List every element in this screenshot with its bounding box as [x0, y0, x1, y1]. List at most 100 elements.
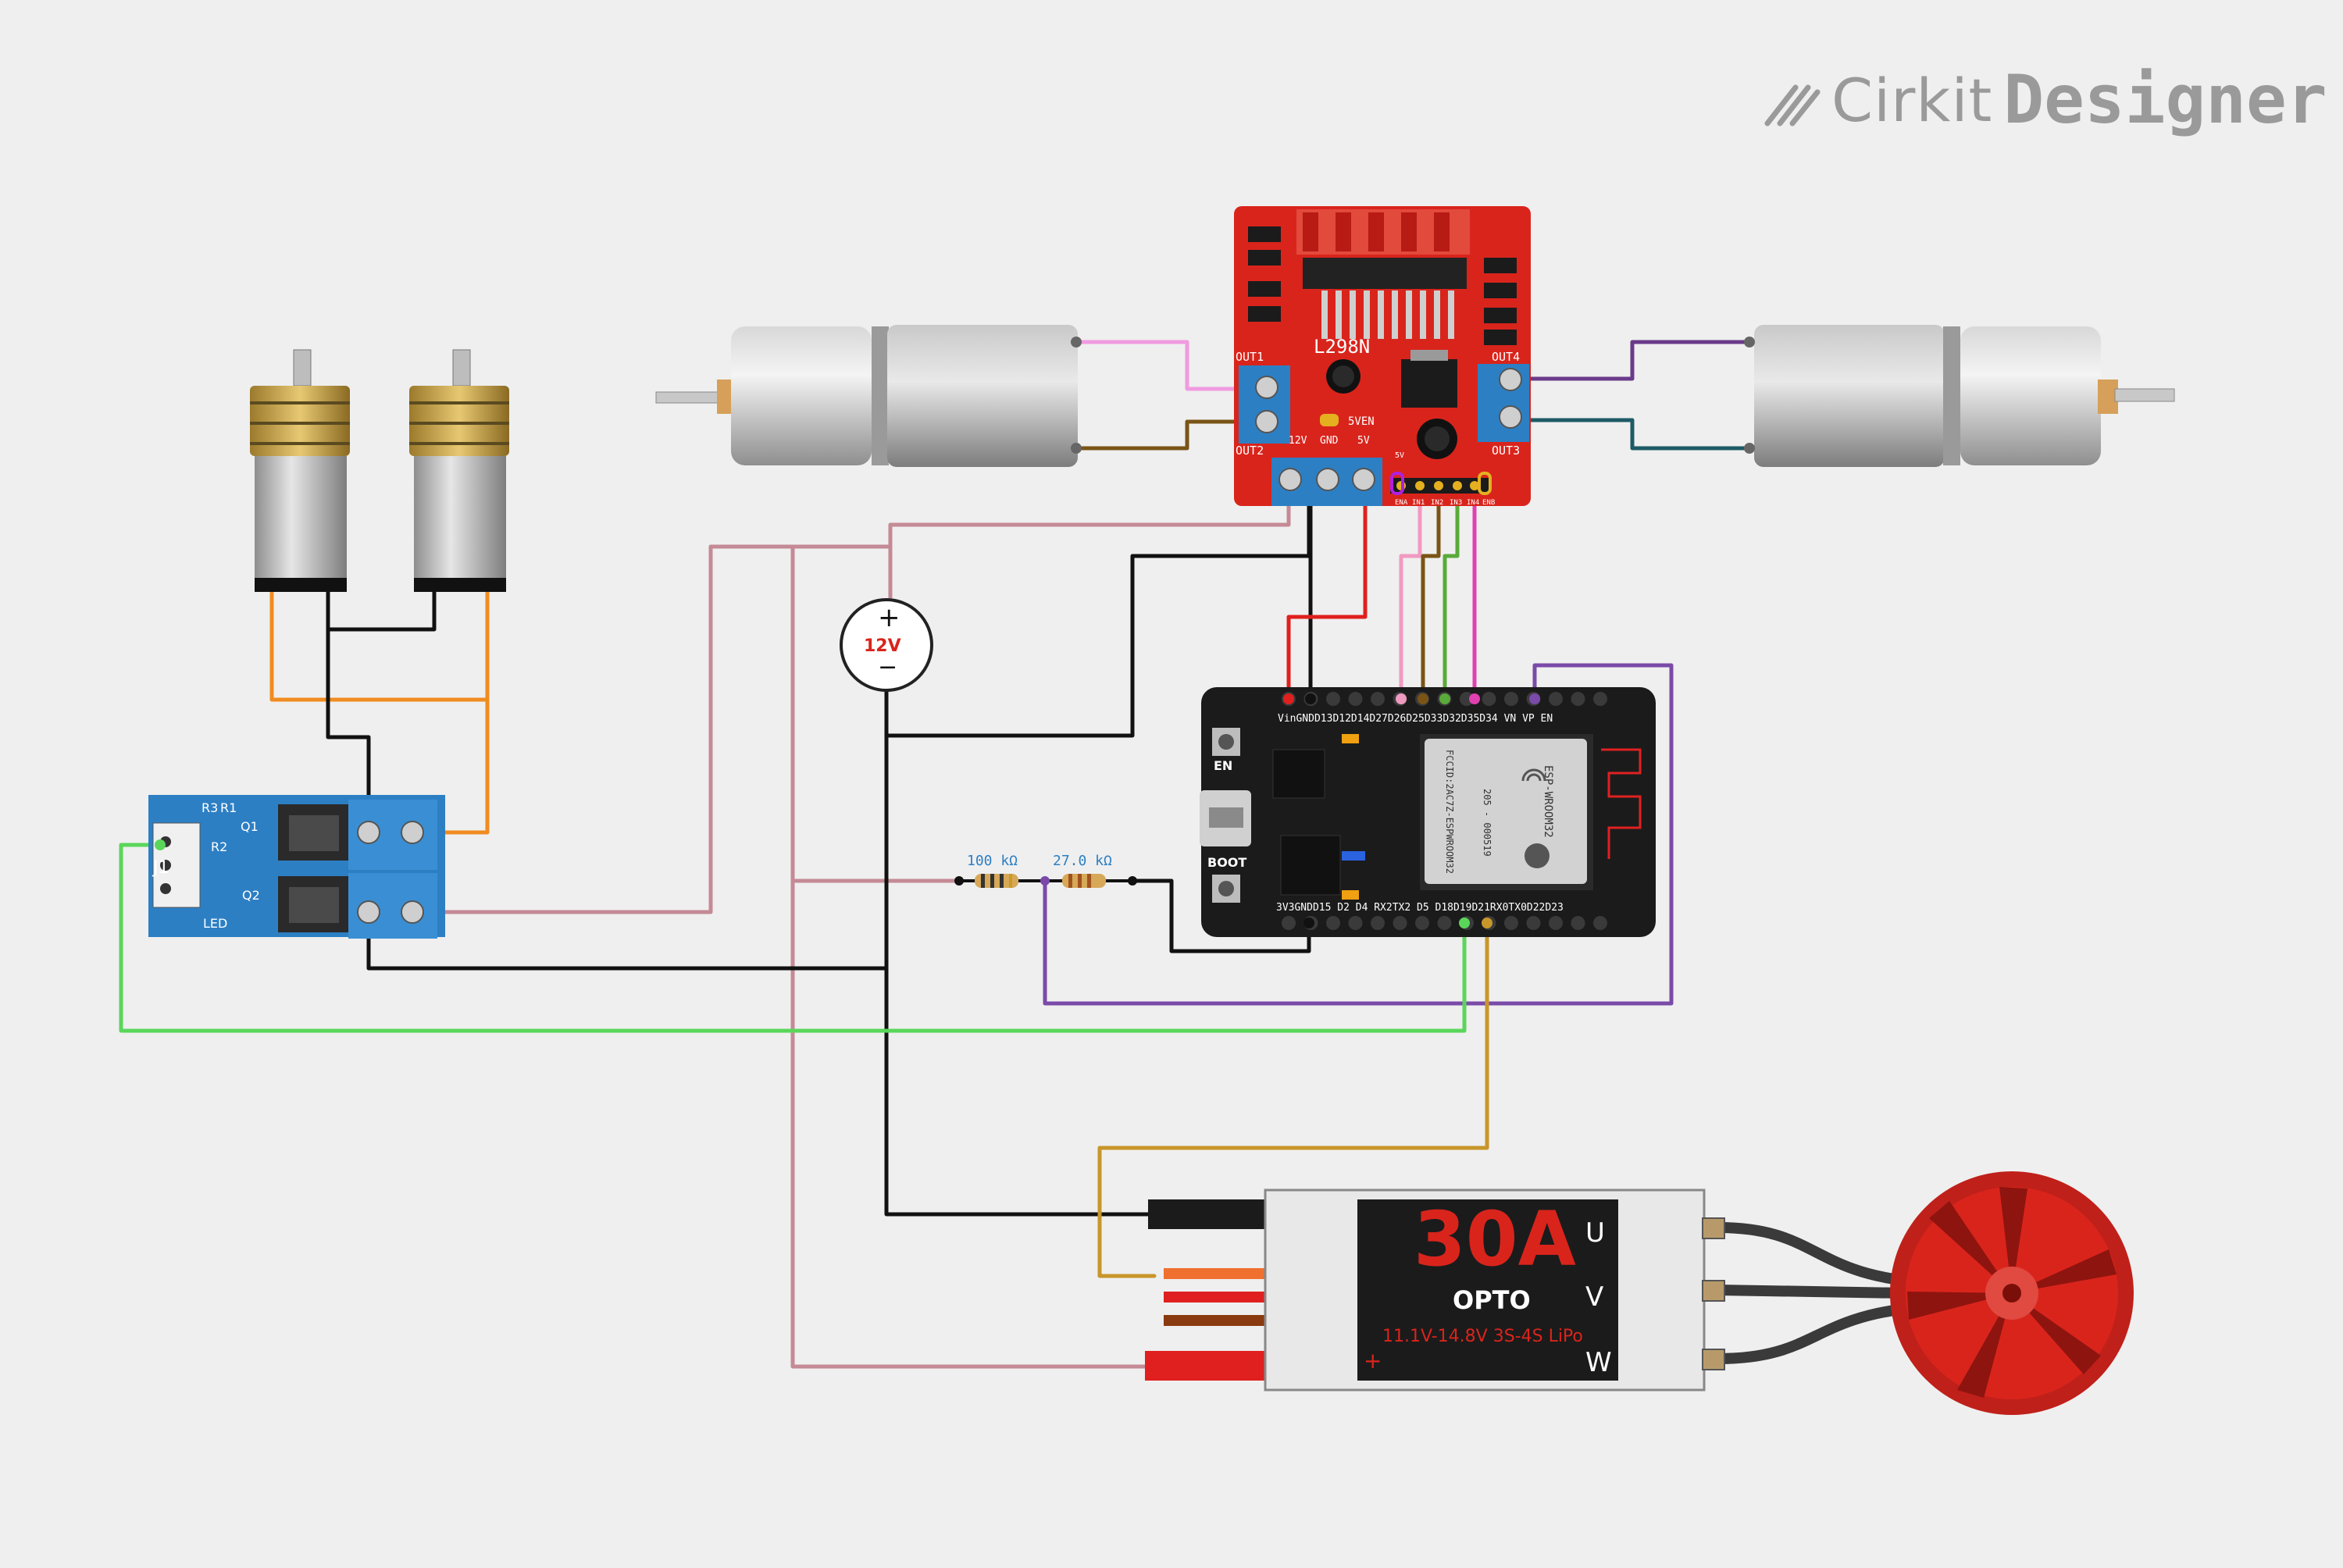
power-plus: + — [878, 602, 900, 633]
header-pin — [1282, 916, 1296, 930]
bldc-motor-icon — [1890, 1171, 2134, 1415]
wire-d19-esc — [1097, 921, 1489, 1278]
pin-12v: 12V — [1289, 435, 1307, 447]
out3-label: OUT3 — [1492, 444, 1520, 458]
header-pin — [1371, 692, 1385, 706]
wire-out1-brown — [1074, 419, 1252, 451]
wire-12v-bus — [888, 501, 1291, 580]
esc-phase-u: U — [1585, 1217, 1605, 1249]
gear-motor-2 — [409, 349, 509, 592]
label-r2: R2 — [211, 839, 227, 854]
label-r1: R1 — [220, 800, 237, 815]
header-pin — [1504, 692, 1518, 706]
header-pin — [1482, 692, 1496, 706]
header-pin — [1437, 916, 1452, 930]
header-pin — [1549, 692, 1563, 706]
dc-motor-right — [1744, 325, 2175, 467]
wire-d18-pwm — [119, 843, 1467, 1033]
dc-motor-left — [655, 325, 1082, 467]
header-pin — [1326, 692, 1340, 706]
wire-gnd-mosfet — [366, 910, 889, 971]
wires — [119, 340, 1752, 1369]
module-code: 205 - 000519 — [1482, 789, 1492, 857]
wifi-icon — [1521, 768, 1546, 782]
header-pin — [1526, 916, 1541, 930]
header-pin — [1549, 916, 1563, 930]
wire-gnd-main — [884, 733, 1152, 1217]
top-pin-labels: VinGNDD13D12D14D27D26D25D33D32D35D34 VN … — [1278, 713, 1553, 725]
chip-label: L298N — [1314, 336, 1370, 358]
header-pin — [1593, 916, 1607, 930]
header-pin — [1348, 692, 1363, 706]
module-fcc: FCCID:2AC7Z-ESPWROOM32 — [1444, 750, 1455, 874]
header-pin — [1348, 916, 1363, 930]
wire-out4-teal — [1510, 418, 1752, 451]
brand-name: Cirkit — [1831, 65, 1993, 135]
power-source-12v: + 12V − — [840, 578, 933, 692]
wire-gearmotor-black-2 — [326, 627, 371, 835]
esc-rating: 30A — [1414, 1196, 1576, 1283]
brand-suffix: Designer — [2003, 61, 2327, 139]
esc-spec: 11.1V-14.8V 3S-4S LiPo — [1382, 1327, 1583, 1346]
header-pin — [1415, 916, 1429, 930]
ctrl-ena: ENA — [1395, 499, 1408, 507]
power-label: 12V — [864, 636, 901, 656]
module-name: ESP-WROOM32 — [1542, 765, 1554, 838]
jumper-label: 5VEN — [1348, 415, 1375, 428]
wire-in1 — [1421, 486, 1441, 701]
header-pin — [1571, 916, 1585, 930]
esc-phase-w: W — [1585, 1347, 1612, 1378]
header-pin — [1460, 692, 1474, 706]
header-pin — [1571, 692, 1585, 706]
label-led: LED — [203, 916, 227, 931]
brand-logo: Cirkit Designer — [1761, 53, 2327, 147]
header-pin — [1371, 916, 1385, 930]
esc-opto: OPTO — [1453, 1285, 1531, 1315]
wire-out1-pink — [1074, 340, 1252, 391]
header-pin — [1504, 916, 1518, 930]
power-minus: − — [878, 654, 897, 681]
ctrl-in3: IN3 — [1450, 499, 1462, 507]
header-pin — [1593, 692, 1607, 706]
wire-gearmotor-black — [326, 590, 437, 632]
ctrl-enb: ENB — [1482, 499, 1495, 507]
label-r3: R3 — [201, 800, 218, 815]
header-pin — [1326, 916, 1340, 930]
bottom-pin-labels: 3V3GNDD15 D2 D4 RX2TX2 D5 D18D19D21RX0TX… — [1276, 902, 1564, 914]
pin-gnd: GND — [1320, 435, 1339, 447]
header-pin — [1393, 916, 1407, 930]
gear-motor-1 — [250, 349, 350, 592]
boot-button-label: BOOT — [1207, 855, 1246, 870]
mosfet-module: R3 R1 Q1 R2 J1 Q2 LED — [148, 795, 445, 939]
antenna-icon — [1525, 843, 1550, 868]
connection-dots — [155, 693, 1540, 928]
wire-12v-to-mosfet — [435, 544, 893, 914]
esp32-board: VinGNDD13D12D14D27D26D25D33D32D35D34 VN … — [1200, 687, 1656, 937]
out1-label: OUT1 — [1236, 350, 1264, 364]
ctrl-in4: IN4 — [1467, 499, 1479, 507]
pin-5v: 5V — [1357, 435, 1370, 447]
out4-label: OUT4 — [1492, 350, 1520, 364]
en-button-label: EN — [1214, 758, 1232, 773]
wire-ena — [1399, 486, 1422, 701]
wire-5v — [1286, 501, 1368, 701]
ctrl-in1: IN1 — [1412, 499, 1425, 507]
resistor-2-value: 27.0 kΩ — [1053, 853, 1112, 869]
wire-gnd-divider — [1130, 878, 1311, 953]
voltage-divider: 100 kΩ 27.0 kΩ — [954, 853, 1137, 888]
l298n-driver: L298N 5VEN OUT1 OUT2 OUT4 OUT3 12V GND 5… — [1234, 206, 1531, 507]
label-j1: J1 — [152, 858, 169, 878]
wire-in2 — [1443, 486, 1460, 701]
out2-label: OUT2 — [1236, 444, 1264, 458]
ctrl-in2: IN2 — [1431, 499, 1443, 507]
label-q1: Q1 — [241, 819, 259, 834]
label-q2: Q2 — [242, 888, 260, 903]
logo-mark-icon — [1764, 84, 1821, 127]
wire-divider-d34 — [1043, 663, 1674, 1006]
esc-phase-v: V — [1585, 1281, 1603, 1313]
wire-12v-to-esc — [708, 544, 1150, 1369]
ctrl-5v: 5V — [1395, 451, 1404, 460]
resistor-1-value: 100 kΩ — [967, 853, 1018, 869]
